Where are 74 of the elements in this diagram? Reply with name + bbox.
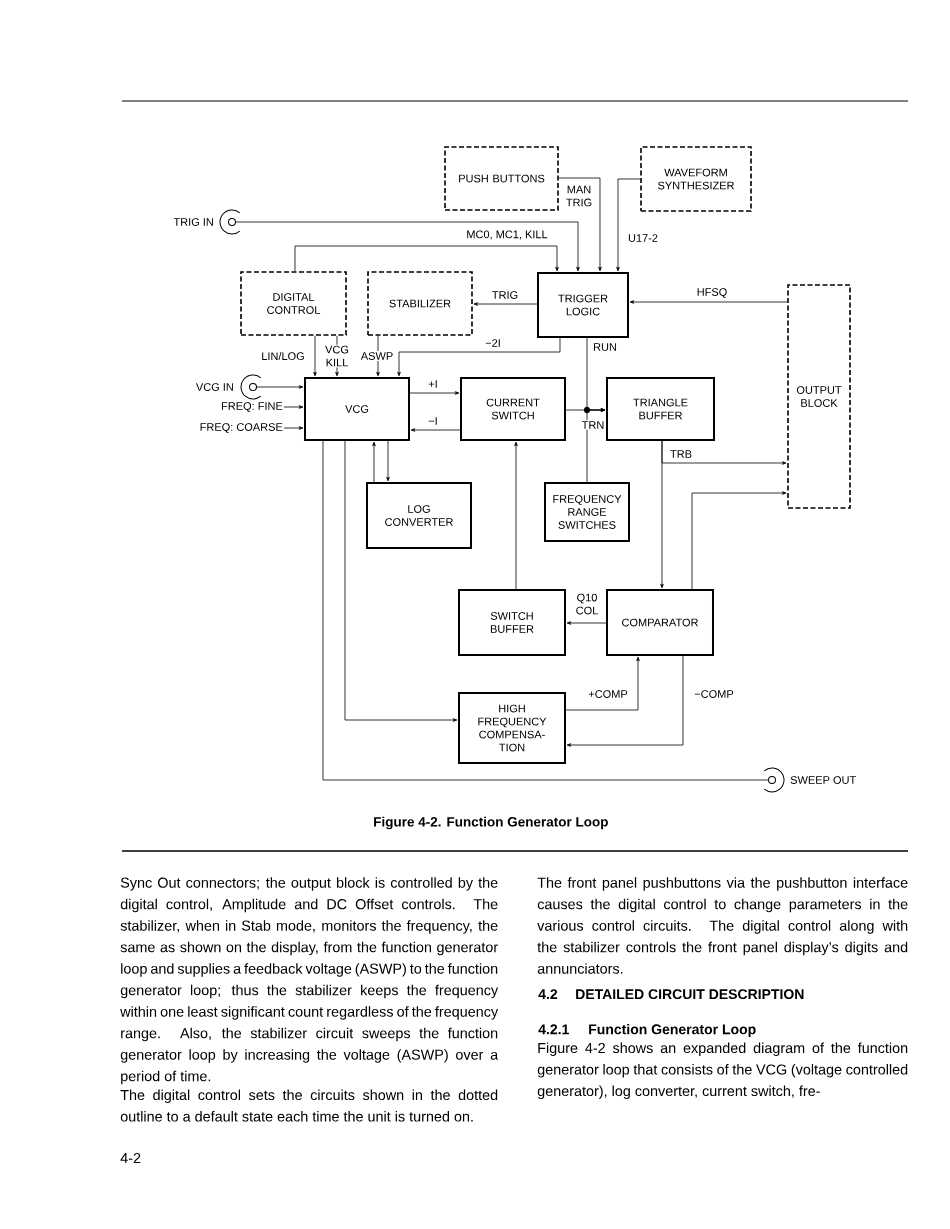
circuit-block: HIGH FREQUENCY COMPENSA- TION xyxy=(458,692,566,764)
circuit-block: CURRENT SWITCH xyxy=(460,377,566,441)
arrow xyxy=(397,337,561,377)
arrow xyxy=(660,440,664,589)
edge-label: VCG KILL xyxy=(322,344,352,368)
circuit-block: FREQUENCY RANGE SWITCHES xyxy=(544,482,630,542)
arrow xyxy=(558,177,602,272)
arrow xyxy=(372,441,376,483)
paragraph: Sync Out connectors; the output block is controlled by the digital control, Amplitude and DC Offset controls. The stabilizer, when in Stab mode, monitors the frequency, the same as shown on the display, from the function generator loop and supplies a feedback voltage (ASWP) to the function generator loop; thus the stabilizer keeps the frequency within one least significant count regardless of the frequency range. Also, the stabilizer circuit sweeps the function generator loop by increasing the voltage (ASWP) over a period of time. xyxy=(120,877,499,1085)
arrow xyxy=(376,335,380,377)
section-number: 4.2 xyxy=(538,989,558,999)
arrow xyxy=(566,621,607,625)
circuit-block: PUSH BUTTONS xyxy=(444,146,559,211)
circuit-block: TRIGGER LOGIC xyxy=(537,272,629,338)
arrow xyxy=(586,408,606,483)
paragraph: Figure 4-2 shows an expanded diagram of the function generator loop that consists of the VCG (voltage controlled generator), log converter, current switch, fre- xyxy=(537,1042,908,1099)
arrow xyxy=(344,440,458,722)
edge-label: −2I xyxy=(484,338,502,348)
edge-label: −I xyxy=(427,416,439,426)
arrow xyxy=(283,405,304,409)
edge-label: +COMP xyxy=(587,689,629,699)
circuit-block: COMPARATOR xyxy=(606,589,714,656)
edge-label: Q10 COL xyxy=(573,592,601,616)
arrow xyxy=(473,302,538,306)
arrow xyxy=(235,221,580,272)
jack-connector xyxy=(763,767,785,793)
connector-label: SWEEP OUT xyxy=(790,776,856,784)
circuit-block: OUTPUT BLOCK xyxy=(787,284,851,509)
arrow xyxy=(410,428,461,432)
arrow xyxy=(283,426,304,430)
paragraph: The front panel pushbuttons via the pushbutton interface causes the digital control to change parameters in the various control circuits. The digital control along with the stabilizer controls the front panel display’s digits and annunciators. xyxy=(537,877,908,974)
arrow xyxy=(566,655,684,747)
circuit-block: VCG xyxy=(304,377,410,441)
circuit-block: LOG CONVERTER xyxy=(366,482,472,549)
arrow xyxy=(629,300,788,304)
jack-connector xyxy=(219,209,241,235)
section-heading: DETAILED CIRCUIT DESCRIPTION xyxy=(576,989,804,1000)
arrow xyxy=(565,656,640,711)
input-label: FREQ: FINE xyxy=(222,402,283,412)
jack-connector xyxy=(240,374,262,400)
input-label: FREQ: COARSE xyxy=(200,423,283,433)
arrow xyxy=(514,441,518,590)
edge-label: +I xyxy=(427,379,439,389)
edge-label: RUN xyxy=(592,342,618,352)
section-number: 4.2.1 xyxy=(538,1024,569,1035)
connector-label: TRIG IN xyxy=(173,218,213,226)
edge-label: ASWP xyxy=(359,351,395,361)
arrow xyxy=(691,491,787,590)
edge-label: MAN TRIG xyxy=(563,184,595,208)
arrow xyxy=(313,335,317,377)
edge-label: TRIG xyxy=(490,290,520,300)
arrow xyxy=(409,391,460,395)
connector-line xyxy=(322,440,769,781)
edge-label: HFSQ xyxy=(695,287,729,299)
connector-label: VCG IN xyxy=(195,383,233,391)
arrow xyxy=(616,178,641,272)
page-number: 4-2 xyxy=(120,1153,141,1164)
edge-label: LIN/LOG xyxy=(260,350,306,362)
arrow xyxy=(256,385,304,389)
circuit-block: SWITCH BUFFER xyxy=(458,589,566,656)
circuit-block: DIGITAL CONTROL xyxy=(240,271,347,336)
circuit-block: STABILIZER xyxy=(367,271,473,336)
figure-caption: Figure 4-2. Function Generator Loop xyxy=(374,816,608,830)
edge-label: TRB xyxy=(669,449,693,459)
edge-label: −COMP xyxy=(693,689,735,699)
arrow xyxy=(386,440,390,482)
circuit-block: WAVEFORM SYNTHESIZER xyxy=(640,146,752,212)
edge-label: TRN xyxy=(580,420,606,430)
paragraph: The digital control sets the circuits shown in the dotted outline to a default state each time the unit is turned on. xyxy=(120,1089,498,1122)
arrow xyxy=(294,245,559,272)
circuit-block: TRIANGLE BUFFER xyxy=(606,377,715,441)
edge-label: MC0, MC1, KILL xyxy=(465,229,549,241)
section-heading: Function Generator Loop xyxy=(589,1024,756,1038)
edge-label: U17-2 xyxy=(627,233,659,243)
